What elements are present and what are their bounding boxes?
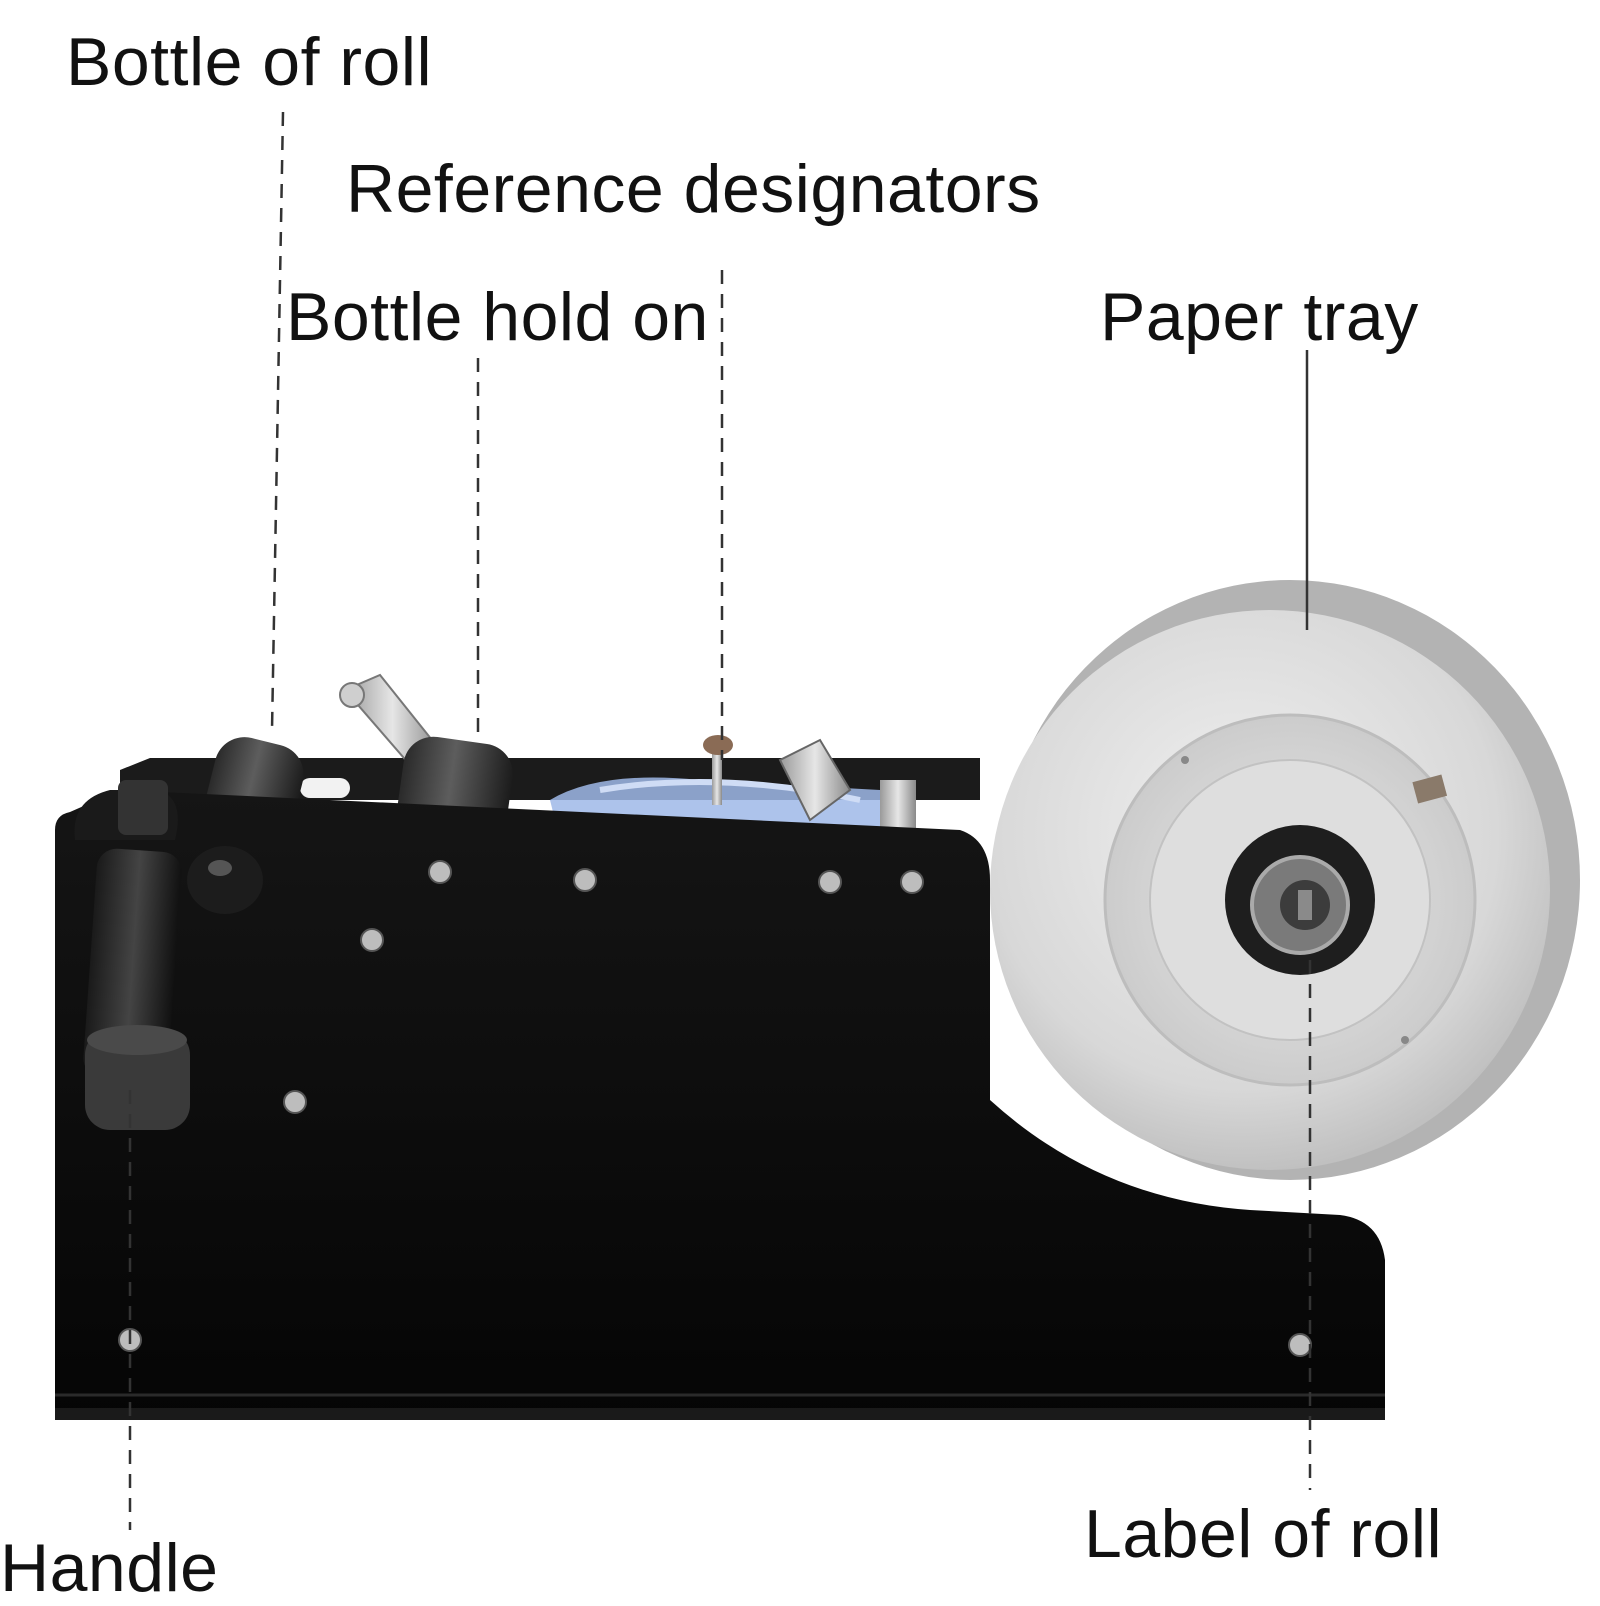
guide-assembly xyxy=(703,735,916,840)
callout-reference-designators: Reference designators xyxy=(346,151,1041,227)
body-screws xyxy=(118,860,1312,1357)
knob xyxy=(187,846,263,914)
callout-handle: Handle xyxy=(0,1530,219,1606)
handle-crank xyxy=(74,780,190,1130)
machine-body xyxy=(55,790,1385,1420)
callout-paper-tray: Paper tray xyxy=(1100,279,1419,355)
leader-lines xyxy=(128,111,1312,1530)
paper-tray xyxy=(990,580,1580,1180)
leader-line-bottle-of-roll xyxy=(270,111,285,731)
callout-bottle-hold-on: Bottle hold on xyxy=(286,279,709,355)
callout-bottle-of-roll: Bottle of roll xyxy=(66,24,433,100)
callout-label-of-roll: Label of roll xyxy=(1084,1496,1443,1572)
